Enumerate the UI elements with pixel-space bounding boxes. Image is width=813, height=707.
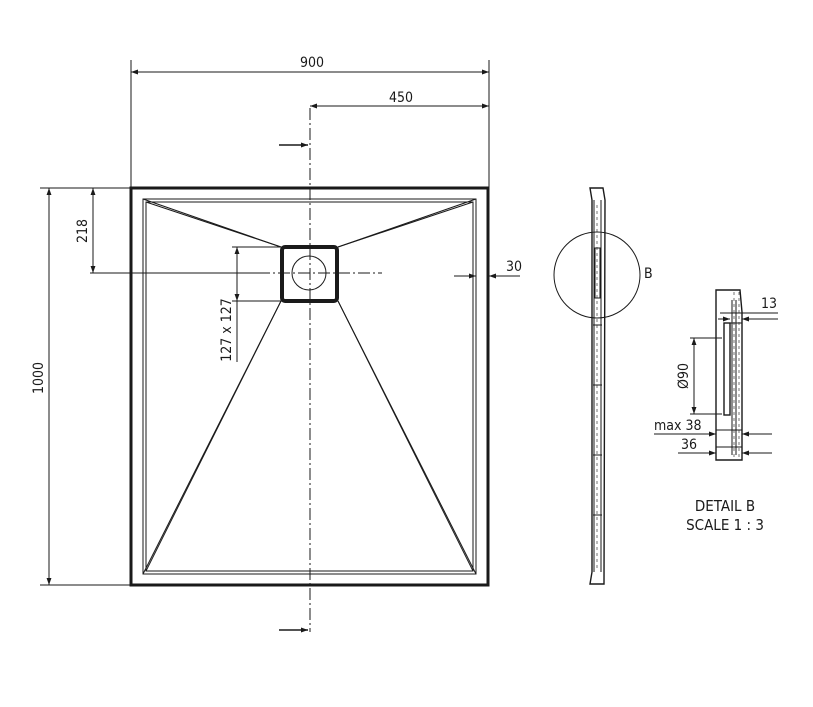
section-view: B	[553, 187, 653, 585]
dim-450-label: 450	[389, 90, 413, 106]
dim-13-label: 13	[761, 296, 777, 312]
dim-218: 218	[75, 188, 258, 274]
detail-scale: SCALE 1 : 3	[686, 516, 764, 534]
detail-b-callout-circle	[553, 231, 641, 319]
dim-900: 900	[130, 55, 490, 188]
section-profile	[589, 187, 606, 585]
dim-36: 36	[678, 437, 772, 456]
dim-diameter-label: Ø90	[676, 363, 692, 389]
dim-127: 127 x 127	[219, 246, 282, 362]
plan-view: 900 450 1000 218 127 x 127	[31, 55, 522, 633]
detail-title: DETAIL B	[695, 497, 755, 515]
dim-127-label: 127 x 127	[219, 298, 235, 362]
dim-900-label: 900	[300, 55, 324, 71]
slope-lines	[142, 198, 477, 575]
dim-450: 450	[310, 90, 490, 109]
detail-profile	[715, 289, 743, 461]
dim-30: 30	[454, 259, 522, 279]
dim-max38: max 38	[654, 418, 772, 437]
detail-b-callout-letter: B	[644, 266, 653, 282]
dim-max38-label: max 38	[654, 418, 701, 434]
dim-13: 13	[718, 296, 778, 322]
dim-218-label: 218	[75, 219, 91, 243]
dim-36-label: 36	[681, 437, 697, 453]
dim-30-label: 30	[506, 259, 522, 275]
dim-1000-label: 1000	[31, 362, 47, 394]
drain-square	[280, 245, 339, 303]
dim-1000: 1000	[31, 187, 131, 586]
dim-diameter: Ø90	[676, 337, 722, 415]
detail-b-view: 13 Ø90 max 38 36 DETAIL B SCALE 1 : 3	[654, 289, 778, 534]
